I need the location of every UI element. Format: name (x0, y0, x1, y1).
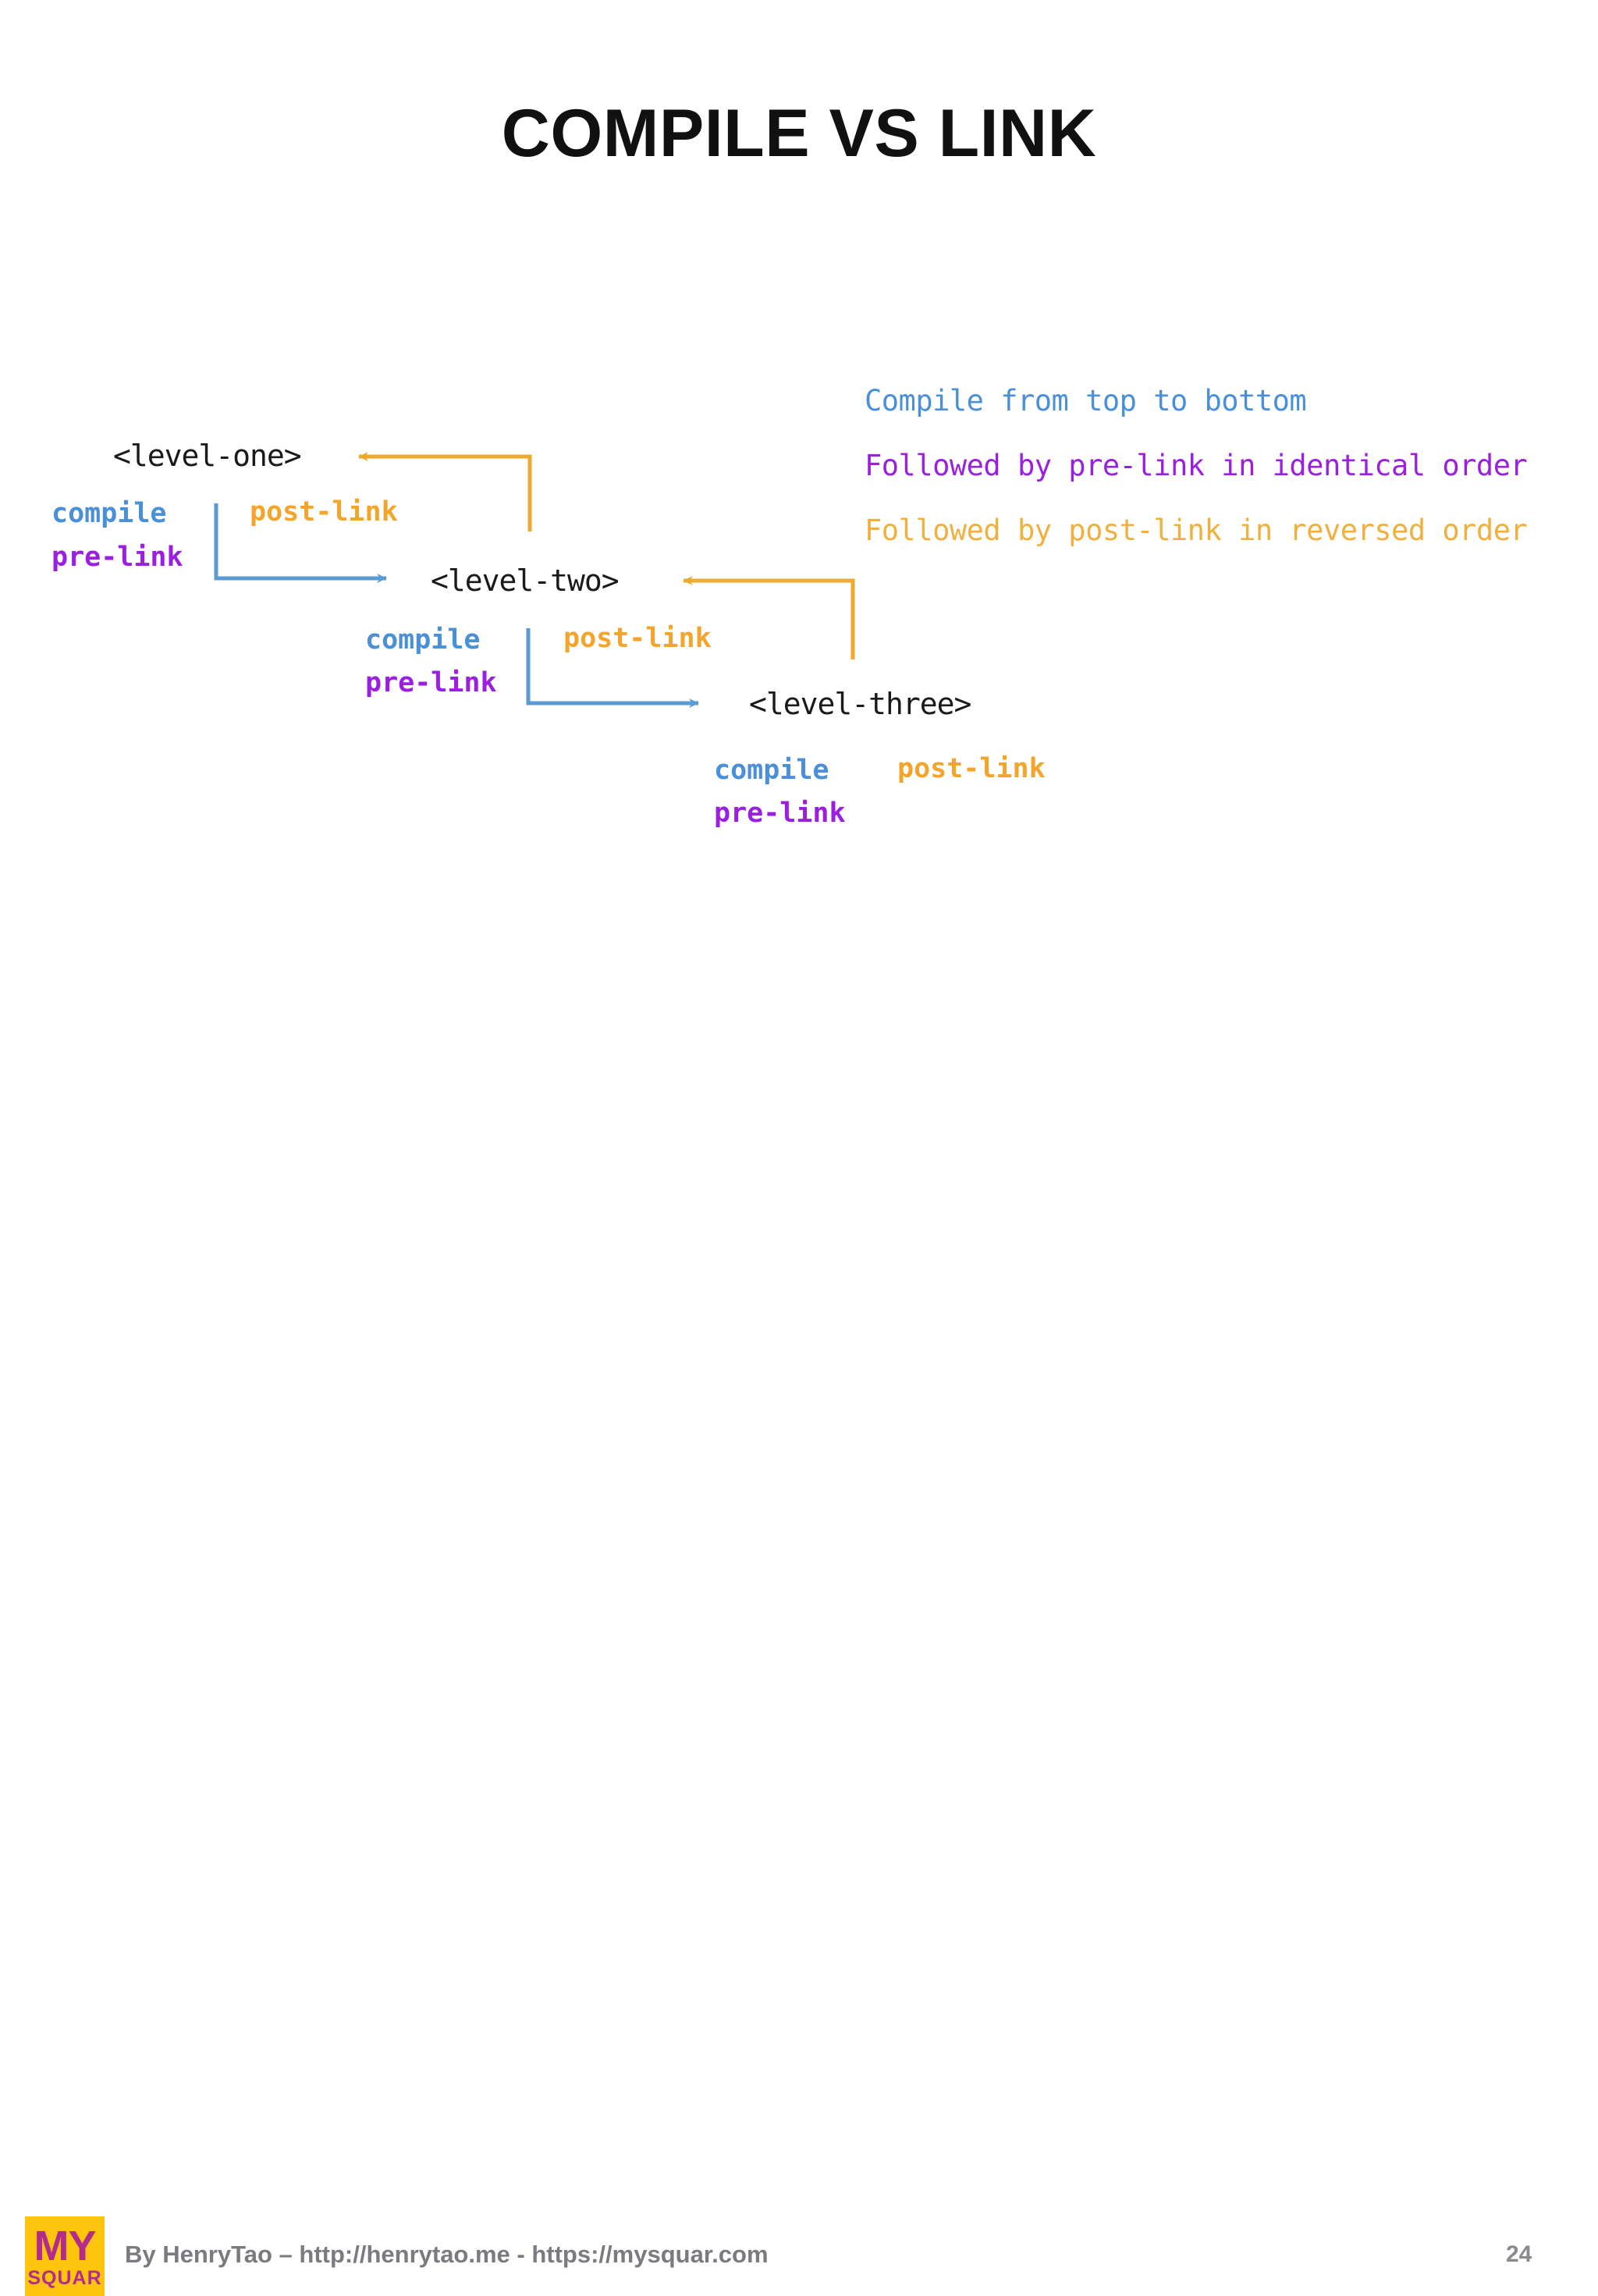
connector-three-to-two-postlink (683, 576, 855, 659)
level-three-pre-link-label: pre-link (714, 798, 846, 829)
diagram-connectors (214, 452, 855, 708)
footer-credit-text: By HenryTao – http://henrytao.me - https… (125, 2241, 769, 2268)
connector-two-to-three-compile (526, 628, 699, 708)
level-one-post-link-label: post-link (250, 496, 398, 528)
legend-item-post-link-order: Followed by post-link in reversed order (865, 514, 1528, 547)
level-two-compile-label: compile (365, 624, 481, 656)
node-level-one[interactable]: <level-one> (113, 439, 302, 473)
mysquar-logo: MY SQUAR (25, 2216, 105, 2296)
connector-two-to-one-postlink (358, 452, 532, 531)
legend: Compile from top to bottom Followed by p… (865, 384, 1590, 578)
level-three-post-link-label: post-link (897, 753, 1046, 784)
legend-item-compile-order: Compile from top to bottom (865, 384, 1307, 418)
level-one-compile-label: compile (51, 498, 167, 529)
level-two-post-link-label: post-link (563, 623, 712, 654)
node-level-three[interactable]: <level-three> (749, 687, 971, 721)
level-three-compile-label: compile (714, 755, 829, 786)
compile-link-diagram: <level-one> compile pre-link post-link <… (51, 439, 1046, 829)
logo-text-squar: SQUAR (27, 2266, 102, 2289)
logo-text-my: MY (34, 2222, 97, 2269)
node-level-two[interactable]: <level-two> (431, 563, 620, 598)
connector-one-to-two-compile (214, 503, 387, 583)
level-two-pre-link-label: pre-link (365, 667, 497, 698)
page-title: COMPILE VS LINK (501, 96, 1097, 171)
level-one-pre-link-label: pre-link (51, 542, 183, 573)
slide-footer: MY SQUAR By HenryTao – http://henrytao.m… (0, 1105, 1598, 2296)
page-number: 24 (1506, 2241, 1532, 2267)
legend-item-pre-link-order: Followed by pre-link in identical order (865, 449, 1528, 482)
